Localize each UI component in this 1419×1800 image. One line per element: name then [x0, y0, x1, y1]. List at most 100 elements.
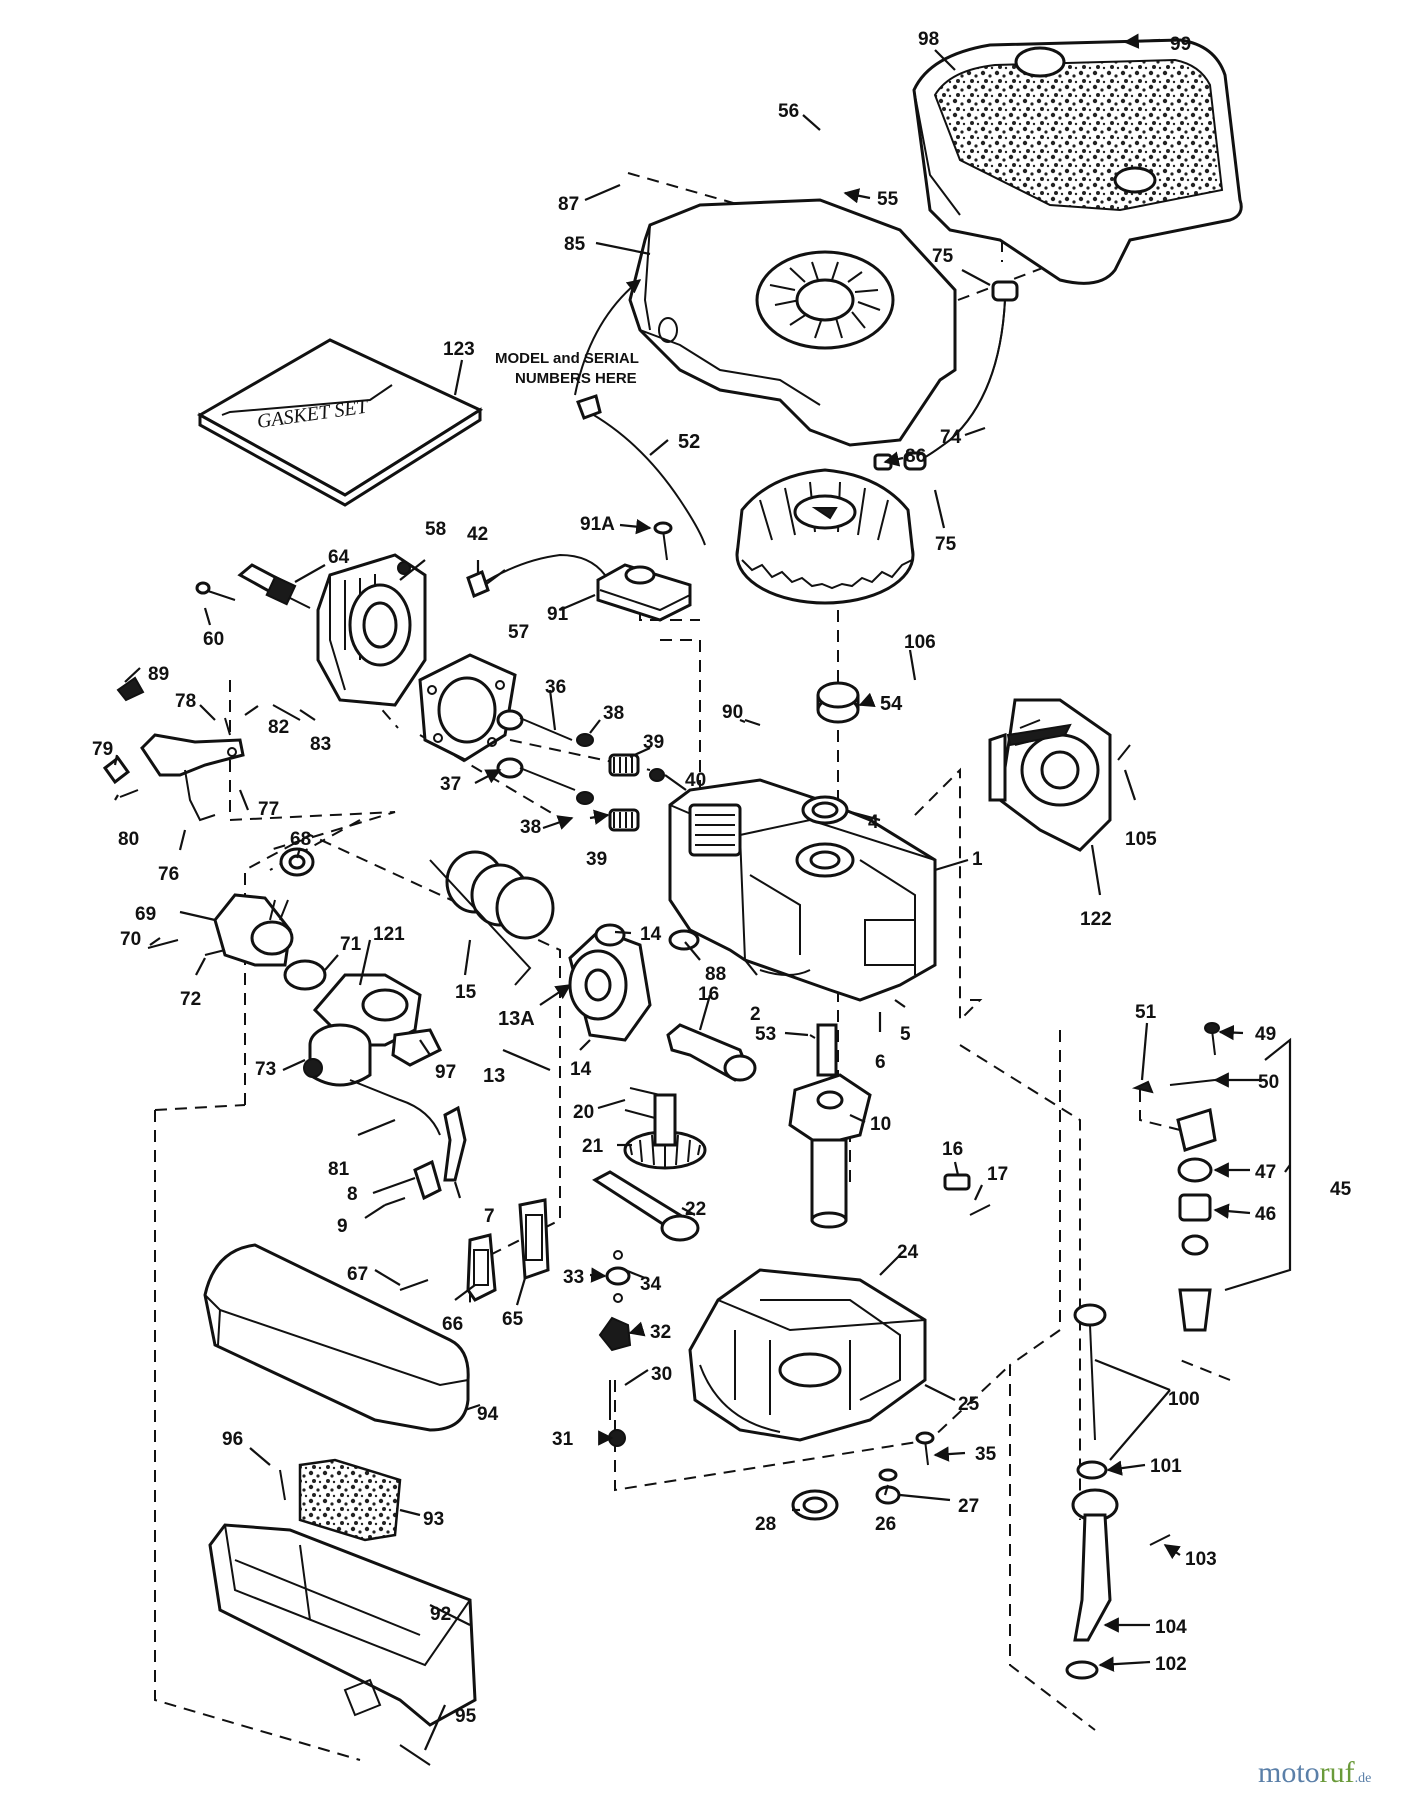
- o-ring-102[interactable]: [1065, 1660, 1099, 1680]
- washer-33[interactable]: [605, 1266, 631, 1286]
- screw-72[interactable]: [204, 949, 226, 956]
- screw-105[interactable]: [1117, 744, 1131, 761]
- part-label-17: 17: [987, 1164, 1008, 1185]
- fitting-45[interactable]: [1178, 1288, 1212, 1332]
- flywheel-106[interactable]: [735, 468, 915, 605]
- rewind-starter-122[interactable]: [988, 698, 1112, 852]
- part-label-106: 106: [904, 632, 936, 653]
- bracket-8[interactable]: [413, 1159, 442, 1201]
- seal-47[interactable]: [1177, 1157, 1213, 1183]
- governor-22[interactable]: [592, 1170, 700, 1242]
- spark-wire-42[interactable]: [479, 553, 606, 586]
- wire-79[interactable]: [102, 755, 131, 785]
- sump-24-25[interactable]: [688, 1268, 927, 1442]
- retainer-38a[interactable]: [576, 733, 594, 747]
- screw-9[interactable]: [384, 1197, 406, 1206]
- part-label-24: 24: [897, 1242, 919, 1263]
- gasket-71[interactable]: [283, 959, 327, 991]
- part-label-16-cap: 16: [942, 1139, 963, 1160]
- screw-91a[interactable]: [662, 529, 668, 561]
- piston-13[interactable]: [568, 928, 652, 1042]
- part-label-53: 53: [755, 1024, 776, 1045]
- part-label-27: 27: [958, 1496, 979, 1517]
- filter-element-93[interactable]: [298, 1458, 402, 1542]
- intake-elbow-69[interactable]: [213, 893, 294, 967]
- screw-67[interactable]: [399, 1279, 429, 1291]
- part-label-79: 79: [92, 739, 113, 760]
- plug-27[interactable]: [875, 1485, 901, 1505]
- plate-48[interactable]: [1176, 1108, 1217, 1152]
- tube-50[interactable]: [1169, 1079, 1216, 1086]
- piston-rings-15[interactable]: [445, 850, 555, 940]
- gasket-66[interactable]: [466, 1233, 497, 1302]
- washer-26[interactable]: [878, 1468, 898, 1482]
- valve-46[interactable]: [1178, 1193, 1212, 1222]
- spark-plug-64[interactable]: [237, 563, 311, 609]
- pin-82-83[interactable]: [272, 704, 301, 721]
- control-bracket-77[interactable]: [140, 733, 245, 822]
- bolt-17[interactable]: [969, 1204, 991, 1216]
- gasket-97[interactable]: [391, 1028, 443, 1067]
- engine-cover-98[interactable]: [912, 38, 1243, 285]
- part-label-68: 68: [290, 829, 311, 850]
- drain-73[interactable]: [303, 1058, 323, 1078]
- retainer-38b[interactable]: [576, 791, 594, 805]
- link-81[interactable]: [349, 1079, 441, 1136]
- screw-103[interactable]: [1149, 1534, 1171, 1546]
- part-label-78: 78: [175, 691, 196, 712]
- camshaft-21[interactable]: [623, 1093, 707, 1170]
- valve-36[interactable]: [496, 709, 573, 741]
- spring-89[interactable]: [116, 676, 145, 702]
- part-label-6: 6: [875, 1052, 886, 1073]
- part-label-38-bottom: 38: [520, 817, 541, 838]
- clip-75-top[interactable]: [991, 280, 1019, 302]
- part-label-21: 21: [582, 1136, 604, 1157]
- o-ring-101[interactable]: [1076, 1460, 1108, 1480]
- ignition-coil-91[interactable]: [596, 563, 692, 622]
- screw-49[interactable]: [1211, 1029, 1216, 1056]
- screw-78[interactable]: [224, 717, 231, 736]
- screw-70[interactable]: [147, 939, 179, 949]
- part-label-83: 83: [310, 734, 331, 755]
- air-cleaner-base-92[interactable]: [208, 1523, 477, 1727]
- dipstick-100[interactable]: [1073, 1303, 1107, 1441]
- carburetor-121[interactable]: [308, 973, 422, 1087]
- tappet-20b[interactable]: [624, 1109, 656, 1119]
- air-cleaner-cover-94[interactable]: [203, 1243, 470, 1432]
- part-label-75-top: 75: [932, 246, 954, 267]
- washer-54[interactable]: [816, 681, 860, 724]
- blower-housing-85[interactable]: [628, 198, 957, 447]
- part-label-86: 86: [905, 446, 926, 467]
- clip-75-bottom[interactable]: [903, 451, 927, 471]
- cap-16[interactable]: [943, 1173, 971, 1191]
- part-label-66: 66: [442, 1314, 463, 1335]
- screw-90[interactable]: [744, 719, 761, 726]
- gasket-set-123[interactable]: GASKET SET: [196, 338, 484, 507]
- model-serial-arrow: [574, 279, 642, 396]
- ring-34b[interactable]: [613, 1293, 623, 1303]
- crankshaft-10[interactable]: [788, 1023, 872, 1229]
- valve-spring-39a[interactable]: [608, 753, 640, 777]
- ring-34a[interactable]: [613, 1250, 623, 1260]
- screw-95[interactable]: [399, 1744, 431, 1766]
- pin-88[interactable]: [594, 923, 626, 947]
- key-53[interactable]: [809, 1034, 816, 1039]
- lever-7[interactable]: [443, 1105, 467, 1182]
- gasket-65[interactable]: [518, 1198, 550, 1281]
- head-gasket-57[interactable]: [418, 653, 517, 762]
- cylinder-block-1[interactable]: [668, 778, 937, 1002]
- gear-32[interactable]: [598, 1316, 632, 1352]
- screw-80[interactable]: [119, 789, 139, 798]
- ground-wire-52[interactable]: [584, 409, 706, 546]
- valve-spring-39b[interactable]: [608, 808, 640, 832]
- clip-51[interactable]: [1131, 1080, 1154, 1094]
- retainer-40[interactable]: [649, 768, 665, 782]
- connecting-rod-16[interactable]: [666, 1023, 757, 1082]
- bolt-60[interactable]: [204, 589, 236, 601]
- cylinder-head-58[interactable]: [316, 553, 427, 707]
- fill-tube-104[interactable]: [1071, 1488, 1119, 1642]
- screw-96[interactable]: [279, 1469, 286, 1501]
- housing-fins: [769, 261, 881, 339]
- valve-37[interactable]: [496, 757, 576, 791]
- washer-88[interactable]: [668, 929, 700, 951]
